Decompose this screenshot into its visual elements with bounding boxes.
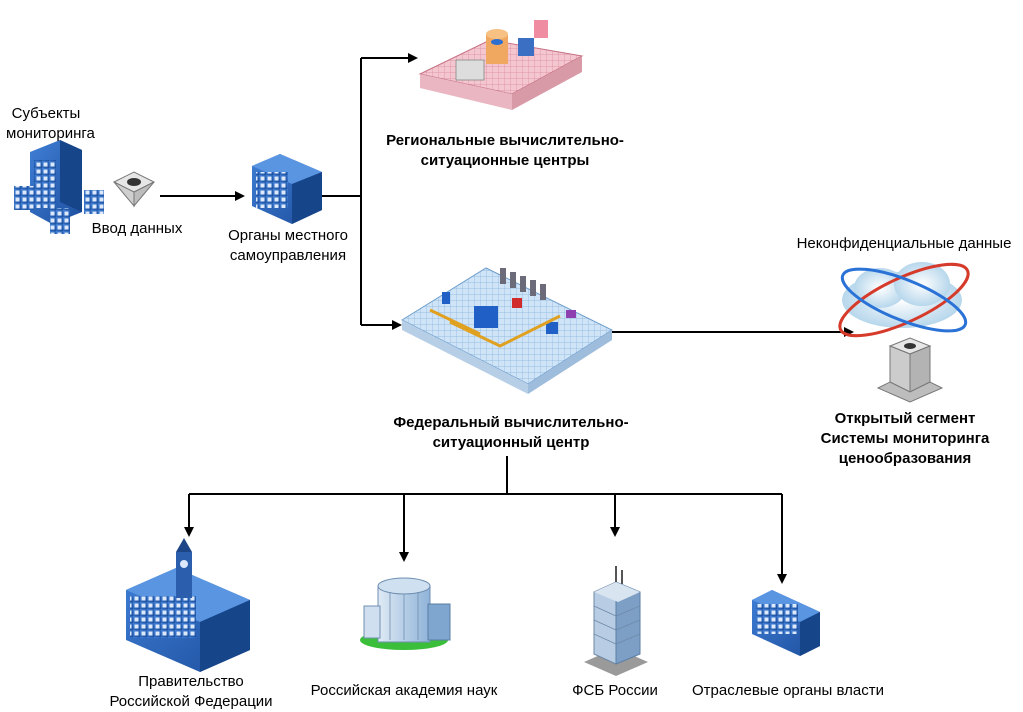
subjects-building-icon [14, 140, 104, 234]
data-input-device-icon [112, 171, 156, 208]
nonconfidential-data-label: Неконфиденциальные данные [796, 235, 1012, 252]
local-government-building-icon [252, 154, 322, 224]
government-building-icon [126, 538, 250, 672]
open-segment-cloud-icon [838, 262, 970, 338]
government-label: Правительство Российской Федерации [109, 673, 273, 710]
regional-centers-label: Региональные вычислительно- ситуационные… [386, 132, 624, 169]
fsb-label: ФСБ России [572, 682, 658, 699]
federal-center-label: Федеральный вычислительно- ситуационный … [393, 414, 629, 451]
data-input-label: Ввод данных [91, 220, 183, 237]
connectors [160, 53, 854, 584]
regional-computing-center-icon [418, 20, 584, 110]
branch-authorities-building-icon [752, 590, 820, 656]
subjects-label: Субъекты мониторинга [6, 105, 95, 142]
local-government-label: Органы местного самоуправления [228, 227, 348, 264]
academy-building-icon [360, 577, 451, 650]
branch-authorities-label: Отраслевые органы власти [692, 682, 884, 699]
federal-computing-center-icon [400, 267, 614, 394]
fsb-building-icon [584, 566, 648, 676]
academy-label: Российская академия наук [310, 682, 498, 699]
open-segment-label: Открытый сегмент Системы мониторинга цен… [820, 410, 990, 467]
open-segment-server-icon [876, 337, 944, 403]
